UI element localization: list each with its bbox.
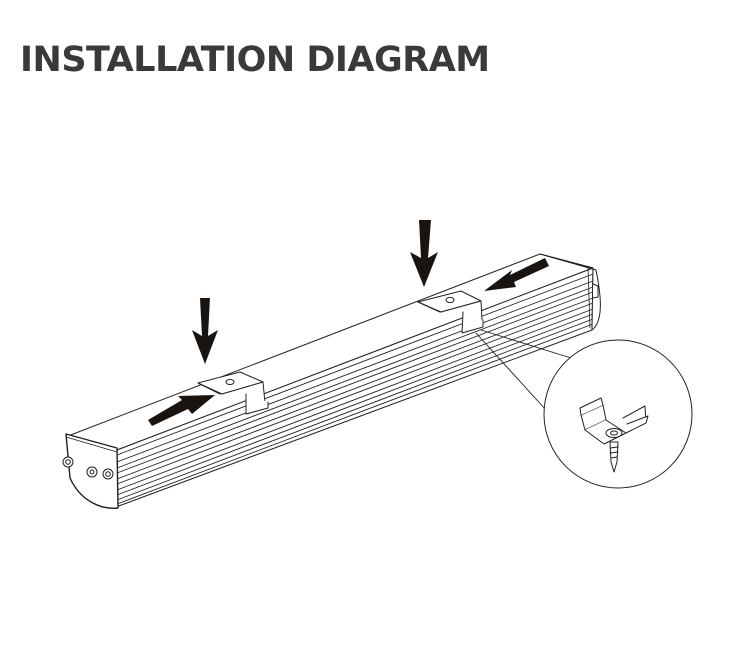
clip-hole-right (445, 296, 455, 304)
detail-screw (609, 441, 619, 473)
end-cap-knob (592, 283, 599, 299)
detail-circle (543, 339, 693, 489)
fixture-front-face (115, 267, 594, 508)
page-title: INSTALLATION DIAGRAM (20, 40, 490, 80)
fixture-ribs (116, 273, 594, 505)
mounting-clip-right (417, 290, 484, 334)
slide-arrow-left-icon (148, 395, 215, 426)
down-arrow-right-icon (410, 220, 438, 287)
slide-arrow-right-icon (484, 258, 549, 291)
down-arrow-left-icon (192, 298, 218, 364)
mounting-clip-left (197, 371, 269, 415)
clip-hole-left (225, 378, 235, 386)
detail-mounting-clip (579, 397, 649, 445)
detail-view (543, 339, 693, 489)
callout-lines (475, 329, 572, 411)
fixture-right-end-cap (539, 253, 601, 331)
